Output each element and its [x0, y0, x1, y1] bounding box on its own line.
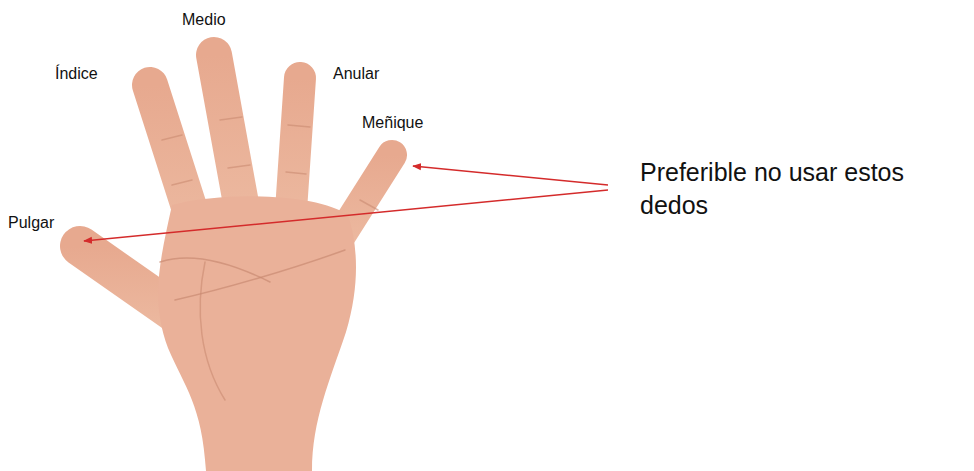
palm-crease [200, 262, 225, 400]
middle-finger [214, 55, 244, 220]
leader-arrow [413, 166, 608, 185]
finger-label: Anular [333, 64, 379, 83]
finger-label: Medio [182, 10, 226, 29]
finger-label: Índice [55, 64, 98, 83]
knuckle-crease [162, 117, 378, 210]
finger-label: Pulgar [8, 213, 54, 232]
palm-crease [160, 258, 270, 282]
leader-arrow [84, 190, 608, 241]
hand [80, 55, 392, 471]
finger-label: Meñique [362, 113, 423, 132]
palm [158, 196, 356, 471]
callout-note: Preferible no usar estos dedos [640, 156, 965, 221]
